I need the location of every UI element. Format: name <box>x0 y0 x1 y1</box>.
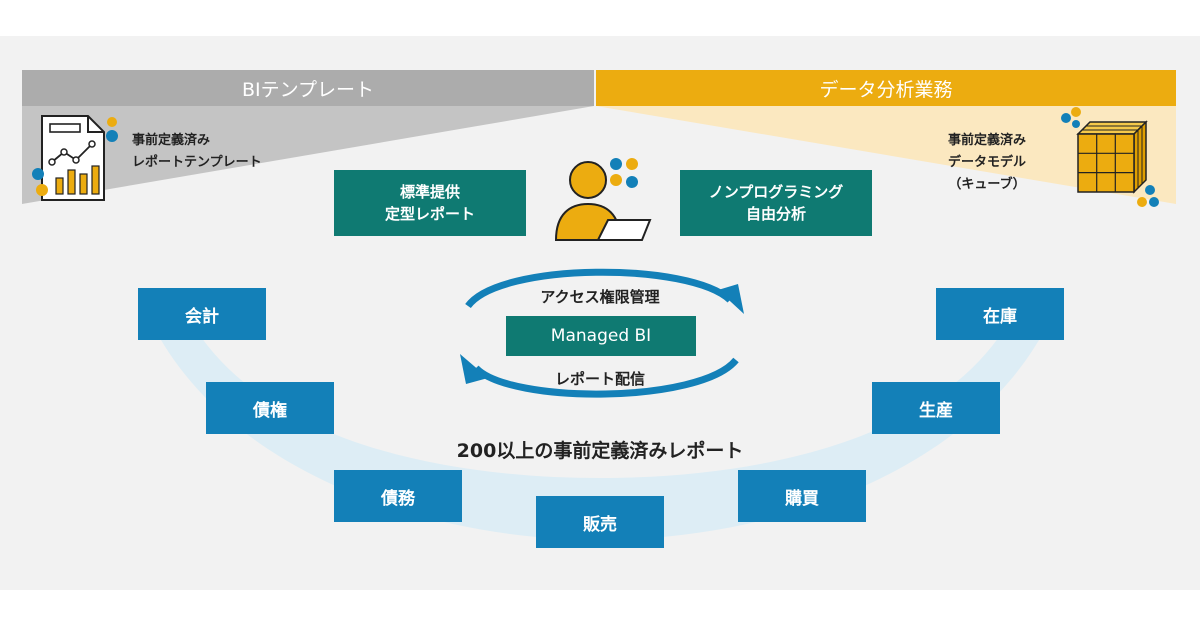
bottom-arrowhead <box>460 354 488 384</box>
module-production: 生産 <box>872 382 1000 434</box>
report-template-label: 事前定義済み レポートテンプレート <box>132 130 262 174</box>
data-model-label: 事前定義済み データモデル （キューブ） <box>948 130 1026 196</box>
report-template-icon <box>32 115 118 201</box>
bi-template-header: BIテンプレート <box>22 70 594 106</box>
right-funnel <box>596 106 1176 204</box>
cube-icon <box>1061 107 1159 207</box>
data-model-label-line2: データモデル <box>948 155 1027 170</box>
module-receivables: 債権 <box>206 382 334 434</box>
top-arrow-arc <box>465 268 733 309</box>
free-analysis-line2: 自由分析 <box>745 205 806 223</box>
reports-count-label: 200以上の事前定義済みレポート <box>456 440 744 462</box>
module-sales: 販売 <box>536 496 664 548</box>
top-arrowhead <box>718 284 744 314</box>
left-funnel <box>22 106 594 204</box>
standard-reports-line2: 定型レポート <box>384 205 475 223</box>
data-model-label-line3: （キューブ） <box>948 177 1026 192</box>
managed-bi-box: Managed BI <box>506 316 696 356</box>
standard-reports-line1: 標準提供 <box>399 183 460 201</box>
data-model-label-line1: 事前定義済み <box>948 133 1027 148</box>
module-purchasing: 購買 <box>738 470 866 522</box>
standard-reports-box: 標準提供 定型レポート <box>334 170 526 236</box>
report-delivery-label: レポート配信 <box>554 370 645 388</box>
data-analysis-header: データ分析業務 <box>596 70 1176 106</box>
module-accounting: 会計 <box>138 288 266 340</box>
module-payables: 債務 <box>334 470 462 522</box>
free-analysis-line1: ノンプログラミング <box>708 183 844 201</box>
user-icon <box>554 158 652 241</box>
report-template-label-line1: 事前定義済み <box>132 133 211 148</box>
bottom-arrow-arc <box>473 357 739 398</box>
report-template-label-line2: レポートテンプレート <box>132 155 262 170</box>
free-analysis-box: ノンプログラミング 自由分析 <box>680 170 872 236</box>
access-control-label: アクセス権限管理 <box>540 288 660 306</box>
module-inventory: 在庫 <box>936 288 1064 340</box>
